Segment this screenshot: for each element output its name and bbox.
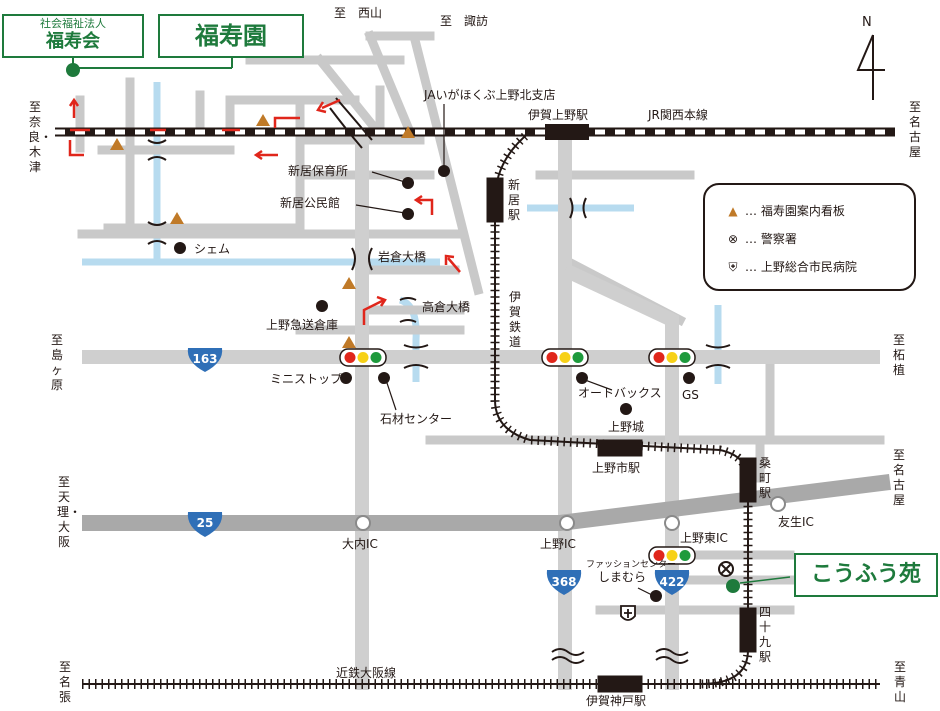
legend-sign-label: … 福寿園案内看板	[745, 204, 845, 218]
route-368-badge: 368	[551, 575, 577, 589]
ic-ouchi: 大内IC	[342, 537, 378, 551]
direction-tenri: 至天理・大阪	[57, 475, 82, 549]
ic-ueno-higashi: 上野東IC	[680, 531, 728, 545]
organization-name: 福寿会	[46, 31, 100, 52]
station-shijuku: 四十九駅	[758, 605, 771, 664]
major-roads	[82, 132, 880, 690]
station-iga-ueno: 伊賀上野駅	[528, 108, 589, 122]
kuwamachi-station-mark	[739, 457, 757, 503]
legend-row-hospital: ⛨ … 上野総合市民病院	[725, 258, 857, 275]
hospital-icon: ⛨	[728, 260, 738, 274]
leader-lines	[355, 104, 655, 597]
place-ja: JAいがほくぶ上野北支店	[424, 88, 556, 102]
landmark-symbols	[620, 561, 791, 621]
place-community-hall: 新居公民館	[280, 196, 341, 210]
station-iga-kambe: 伊賀神戸駅	[586, 694, 647, 708]
ic-ueno: 上野IC	[540, 537, 576, 551]
sign-icon	[110, 138, 124, 150]
sign-markers	[110, 114, 415, 348]
legend-row-police: ⊗ … 警察署	[725, 230, 797, 247]
organization-box: 社会福祉法人 福寿会	[2, 14, 144, 58]
ic-markers	[355, 496, 786, 531]
station-ueno-shi: 上野市駅	[592, 461, 641, 475]
legend-police-label: … 警察署	[745, 232, 797, 246]
place-shimamura: しまむら	[598, 570, 647, 584]
sign-icon	[342, 277, 356, 289]
poi-dots	[174, 165, 695, 602]
triangle-sign-icon: ▲	[728, 204, 738, 218]
sign-icon	[342, 336, 356, 348]
kintetsu-line-label: 近鉄大阪線	[336, 666, 397, 680]
place-shem: シェム	[194, 242, 231, 256]
direction-nabari: 至名張	[58, 660, 71, 704]
route-25-badge: 25	[196, 516, 214, 530]
place-gas-station: GS	[682, 388, 699, 402]
north-label: N	[862, 15, 872, 30]
jr-line	[55, 124, 895, 140]
ic-tomo: 友生IC	[778, 515, 814, 529]
iga-kambe-station-mark	[597, 675, 643, 693]
direction-nara: 至奈良・木津	[28, 100, 53, 174]
traffic-lights	[339, 348, 696, 565]
place-stone-center: 石材センター	[380, 412, 453, 426]
station-kuwamachi: 桑町駅	[758, 456, 771, 500]
place-iwakura-bridge: 岩倉大橋	[378, 250, 427, 264]
iga-railway-label: 伊賀鉄道	[508, 290, 521, 349]
river-bend	[398, 296, 420, 382]
direction-shimagahara: 至島ヶ原	[50, 333, 63, 392]
direction-nagoya-top: 至名古屋	[908, 100, 921, 159]
target-facility-label: こうふう苑	[794, 553, 938, 597]
legend: ▲ … 福寿園案内看板 ⊗ … 警察署 ⛨ … 上野総合市民病院	[703, 183, 916, 291]
sign-icon	[401, 126, 415, 138]
ueno-shi-station-mark	[597, 439, 643, 457]
place-ueno-castle: 上野城	[608, 420, 645, 434]
sign-icon	[170, 212, 184, 224]
iga-ueno-station-mark	[545, 124, 589, 140]
place-nursery: 新居保育所	[288, 164, 349, 178]
guide-arrows	[68, 97, 461, 325]
route-shields	[187, 348, 690, 595]
niinomi-station-mark	[486, 177, 504, 223]
direction-aoyama: 至青山	[893, 660, 906, 704]
direction-nishiyama: 至 西山	[334, 6, 383, 20]
route-422-badge: 422	[659, 575, 685, 589]
place-ministop: ミニストップ	[270, 372, 343, 386]
station-niinomi: 新居駅	[507, 178, 520, 222]
road-east-vertical	[562, 263, 679, 690]
organization-type: 社会福祉法人	[40, 17, 106, 30]
north-arrow-icon	[856, 34, 885, 100]
direction-tsuge: 至柘植	[892, 333, 905, 377]
legend-hospital-label: … 上野総合市民病院	[745, 260, 857, 274]
direction-nagoya-mid: 至名古屋	[892, 448, 905, 507]
place-autobacs: オートバックス	[578, 386, 662, 400]
route-163-badge: 163	[192, 352, 218, 366]
jr-line-label: JR関西本線	[648, 108, 708, 122]
direction-suwa: 至 諏訪	[440, 14, 489, 28]
legend-row-sign: ▲ … 福寿園案内看板	[725, 202, 845, 219]
organisation-pointer	[66, 50, 233, 77]
kintetsu-line	[82, 675, 880, 693]
shijuku-station-mark	[739, 607, 757, 653]
place-ambulance-depot: 上野急送倉庫	[266, 318, 339, 332]
iga-railway	[486, 128, 757, 689]
place-takakura-bridge: 高倉大橋	[422, 300, 471, 314]
police-station-icon: ⊗	[727, 232, 739, 246]
sign-icon	[256, 114, 270, 126]
facility-title: 福寿園	[158, 14, 304, 58]
place-fashion-center: ファッションセンター	[586, 560, 677, 570]
